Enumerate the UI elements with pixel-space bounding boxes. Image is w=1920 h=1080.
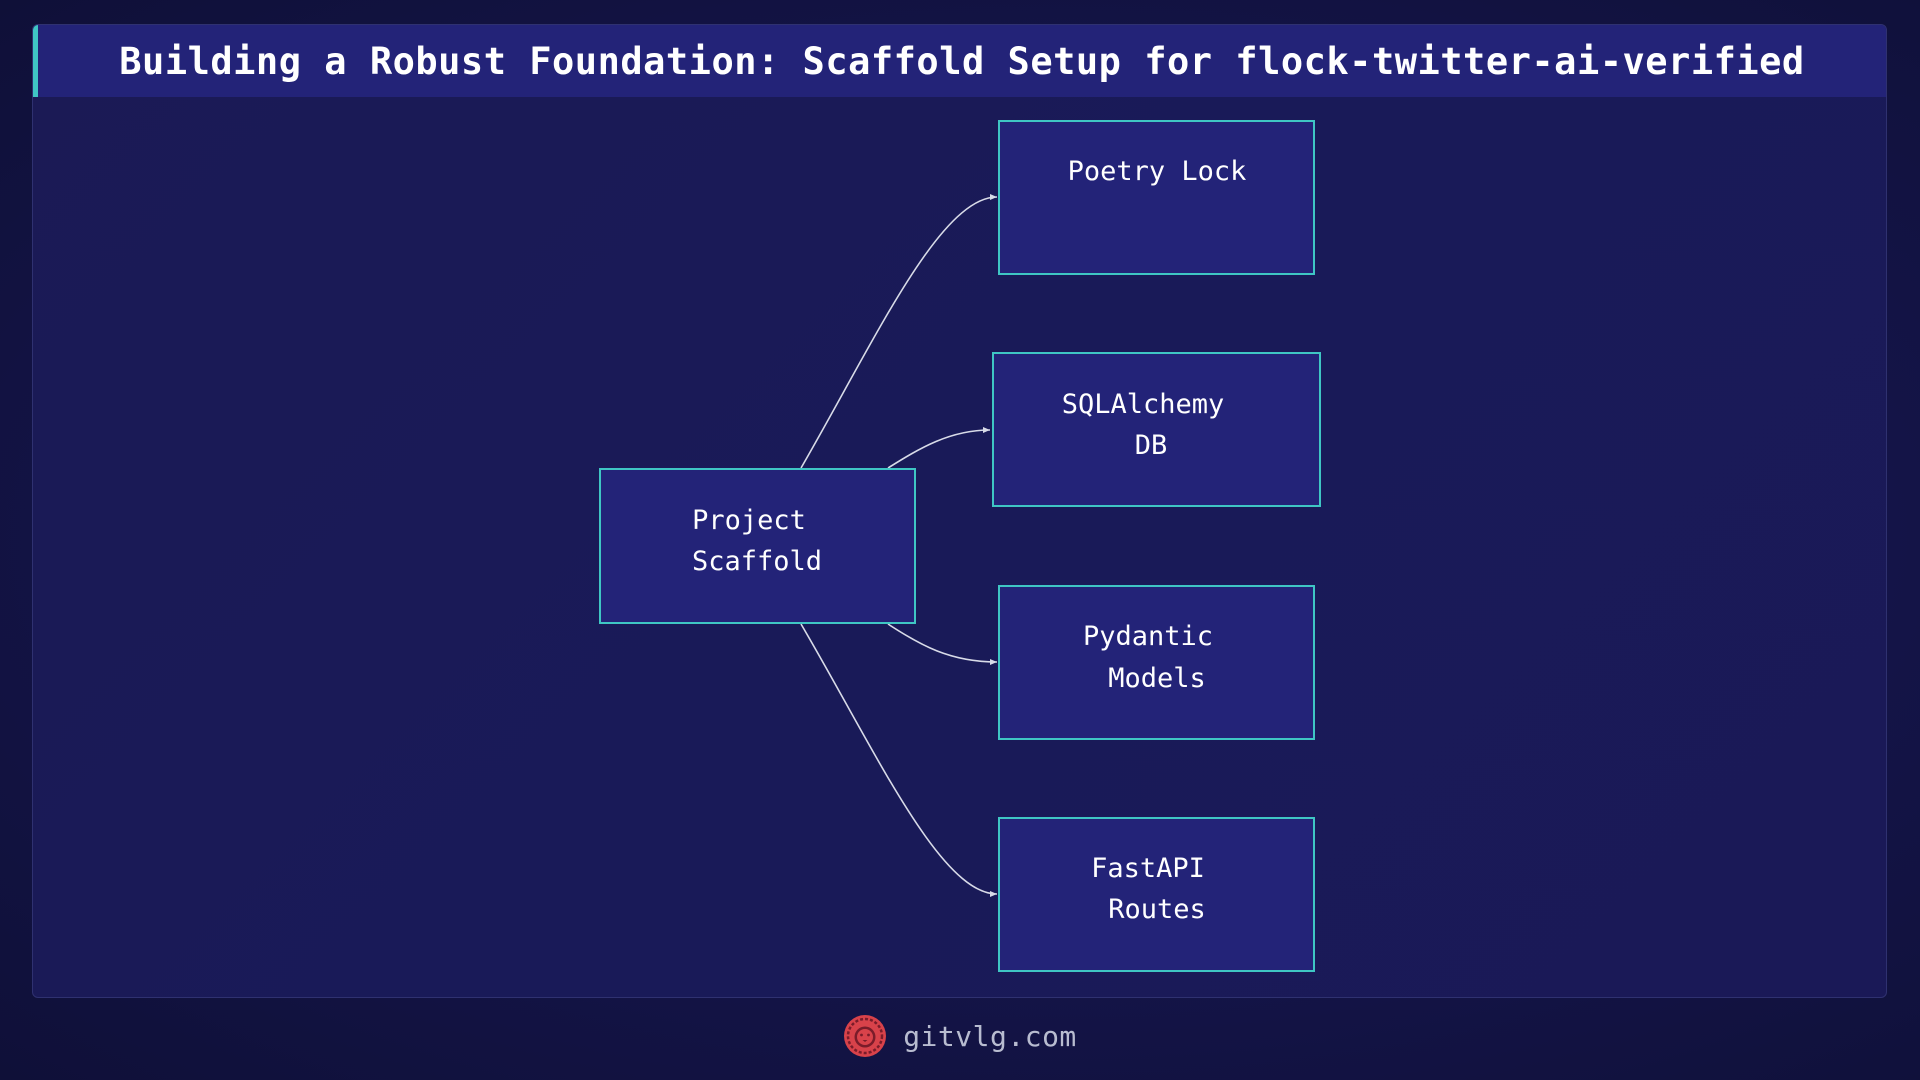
page-title: Building a Robust Foundation: Scaffold S… [119, 39, 1805, 83]
node-poetry-lock: Poetry Lock [998, 120, 1315, 275]
node-label-line: FastAPI [1091, 853, 1205, 884]
edge-scaffold-to-pydantic-models [887, 623, 998, 665]
node-label-line: Poetry Lock [1068, 156, 1247, 187]
lion-head-icon [844, 1015, 887, 1057]
footer: gitvlg.com [0, 1008, 1920, 1064]
node-pydantic-models: Pydantic Models [998, 585, 1315, 740]
node-project-scaffold: Project Scaffold [599, 468, 916, 624]
node-label-line: Pydantic [1083, 621, 1213, 652]
node-label-line: SQLAlchemy [1062, 389, 1225, 420]
node-label-line: Scaffold [692, 546, 822, 577]
edge-scaffold-to-sqlalchemy-db [887, 427, 991, 469]
node-sqlalchemy-db: SQLAlchemy DB [992, 352, 1321, 507]
node-label-line: Routes [1108, 894, 1206, 925]
node-fastapi-routes: FastAPI Routes [998, 817, 1315, 972]
diagram-panel: Building a Robust Foundation: Scaffold S… [32, 24, 1887, 998]
node-label-line: Project [692, 505, 806, 536]
edge-scaffold-to-fastapi-routes [800, 623, 998, 897]
site-url[interactable]: gitvlg.com [903, 1019, 1077, 1053]
edge-scaffold-to-poetry-lock [800, 194, 998, 469]
node-label-line: DB [1135, 430, 1168, 461]
title-bar: Building a Robust Foundation: Scaffold S… [33, 25, 1886, 97]
node-label-line: Models [1108, 663, 1206, 694]
